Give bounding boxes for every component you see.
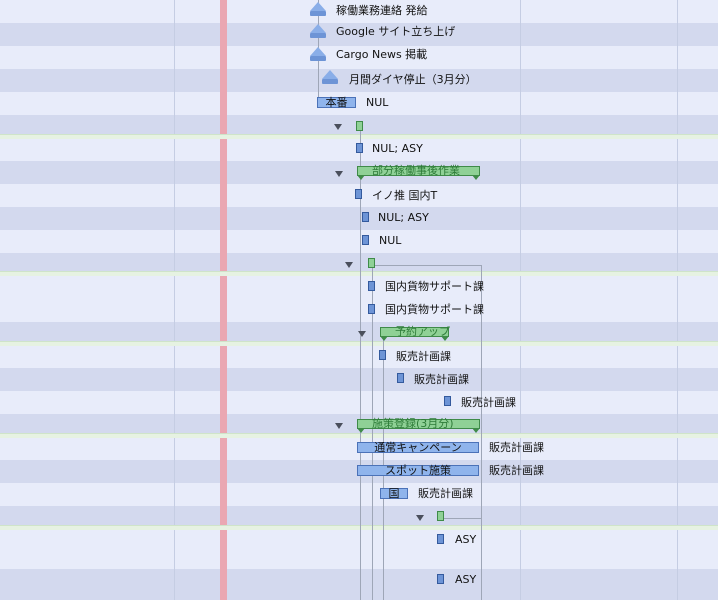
grid-line <box>677 0 678 600</box>
gantt-row <box>0 0 718 23</box>
task-bar-tsujo[interactable]: 通常キャンペーン <box>357 442 479 453</box>
today-marker <box>220 0 227 600</box>
task-bar[interactable] <box>368 281 375 291</box>
gantt-row <box>0 207 718 230</box>
resource-label: 販売計画課 <box>418 487 473 500</box>
summary-marker[interactable] <box>356 121 363 131</box>
collapse-toggle-icon[interactable] <box>345 262 353 268</box>
resource-label: イノ推 国内T <box>372 189 438 202</box>
resource-label: ASY <box>455 533 477 546</box>
task-bar-spot[interactable]: スポット施策 <box>357 465 479 476</box>
dependency-line <box>481 265 482 600</box>
milestone-label: 月間ダイヤ停止（3月分） <box>349 73 477 86</box>
gantt-row <box>0 529 718 569</box>
group-separator <box>0 525 718 530</box>
milestone-label: Cargo News 掲載 <box>336 48 428 61</box>
task-bar[interactable] <box>368 304 375 314</box>
milestone-diamond[interactable] <box>310 2 326 16</box>
dependency-line <box>360 125 361 600</box>
group-separator <box>0 433 718 438</box>
task-bar[interactable] <box>437 534 444 544</box>
gantt-row <box>0 92 718 115</box>
task-bar[interactable] <box>362 212 369 222</box>
task-bar[interactable] <box>444 396 451 406</box>
gantt-row <box>0 569 718 600</box>
summary-bar-yoyaku[interactable]: 予約アップ <box>380 326 450 341</box>
milestone-label: Google サイト立ち上げ <box>336 25 456 38</box>
resource-label: ASY <box>455 573 477 586</box>
gantt-row <box>0 506 718 529</box>
task-bar[interactable] <box>356 143 363 153</box>
milestone-diamond[interactable] <box>322 70 338 84</box>
gantt-row <box>0 46 718 69</box>
collapse-toggle-icon[interactable] <box>416 515 424 521</box>
summary-marker[interactable] <box>368 258 375 268</box>
group-separator <box>0 341 718 346</box>
gantt-row <box>0 368 718 391</box>
gantt-row <box>0 69 718 92</box>
gantt-row <box>0 253 718 276</box>
gantt-row <box>0 391 718 414</box>
task-bar[interactable] <box>379 350 386 360</box>
collapse-toggle-icon[interactable] <box>334 124 342 130</box>
summary-bar-shisaku[interactable]: 施策登録(3月分) <box>357 418 480 433</box>
dependency-line <box>372 265 482 266</box>
gantt-row <box>0 345 718 368</box>
task-bar[interactable] <box>362 235 369 245</box>
dependency-line <box>441 518 481 519</box>
task-bar[interactable] <box>437 574 444 584</box>
resource-label: 国内貨物サポート課 <box>385 303 484 316</box>
summary-bar-bubun[interactable]: 部分稼働事後作業 <box>357 165 480 180</box>
gantt-row <box>0 23 718 46</box>
gantt-row <box>0 483 718 506</box>
gantt-row <box>0 276 718 299</box>
gantt-row <box>0 230 718 253</box>
milestone-label: 稼働業務連絡 発給 <box>336 4 428 17</box>
resource-label: NUL <box>366 96 389 109</box>
resource-label: NUL; ASY <box>372 142 423 155</box>
collapse-toggle-icon[interactable] <box>358 331 366 337</box>
dependency-line <box>372 265 373 600</box>
group-separator <box>0 134 718 139</box>
resource-label: 販売計画課 <box>461 396 516 409</box>
milestone-diamond[interactable] <box>310 24 326 38</box>
resource-label: NUL <box>379 234 402 247</box>
task-bar-kuni[interactable]: 国 <box>380 488 408 499</box>
gantt-row <box>0 299 718 322</box>
task-bar[interactable] <box>355 189 362 199</box>
resource-label: NUL; ASY <box>378 211 429 224</box>
milestone-diamond[interactable] <box>310 47 326 61</box>
resource-label: 販売計画課 <box>396 350 451 363</box>
summary-marker[interactable] <box>437 511 444 521</box>
resource-label: 販売計画課 <box>414 373 469 386</box>
resource-label: 販売計画課 <box>489 441 544 454</box>
resource-label: 販売計画課 <box>489 464 544 477</box>
group-separator <box>0 271 718 276</box>
collapse-toggle-icon[interactable] <box>335 423 343 429</box>
grid-line <box>174 0 175 600</box>
resource-label: 国内貨物サポート課 <box>385 280 484 293</box>
collapse-toggle-icon[interactable] <box>335 171 343 177</box>
task-bar[interactable] <box>397 373 404 383</box>
grid-line <box>520 0 521 600</box>
task-bar-honban[interactable]: 本番 <box>317 97 356 108</box>
